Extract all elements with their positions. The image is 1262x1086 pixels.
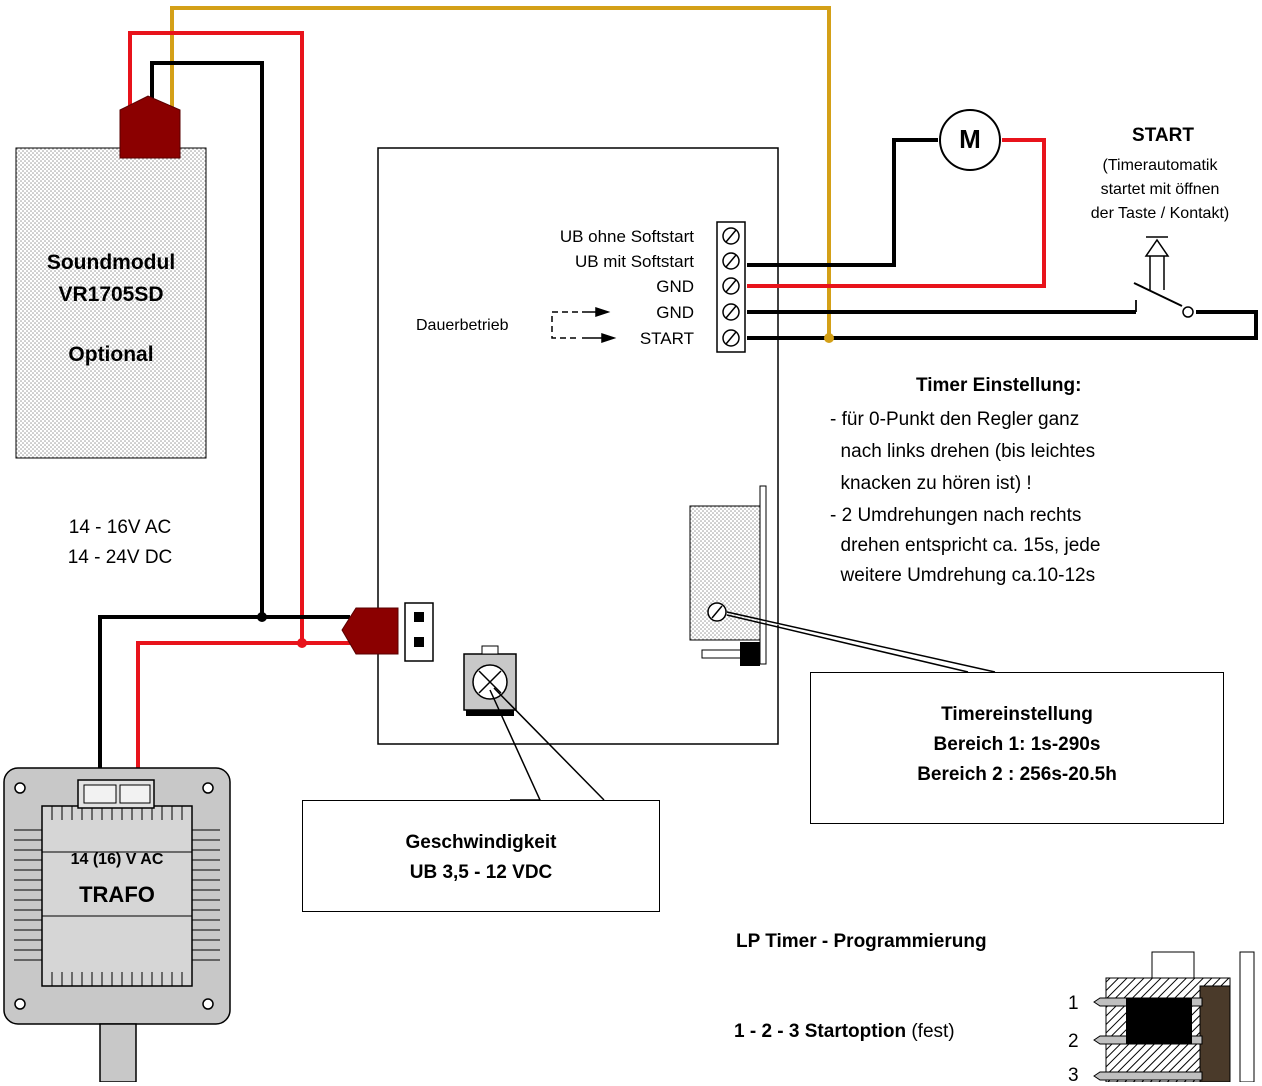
speed-potentiometer bbox=[463, 645, 517, 716]
black-wire-sound bbox=[150, 61, 264, 617]
trafo-label: TRAFO bbox=[79, 882, 155, 907]
start-desc-1: (Timerautomatik bbox=[1102, 157, 1218, 174]
terminal-label-ub-ohne: UB ohne Softstart bbox=[559, 227, 694, 246]
soundmodule-box bbox=[15, 147, 207, 459]
pin-2-label: 2 bbox=[1068, 1031, 1079, 1052]
transformer bbox=[3, 767, 231, 1082]
programming-option-label: 1 - 2 - 3 Startoption bbox=[734, 1021, 907, 1042]
junction-black bbox=[257, 612, 267, 622]
terminal-block bbox=[716, 221, 746, 353]
programming-option: 1 - 2 - 3 Startoption (fest) bbox=[734, 1022, 955, 1041]
supply-ac: 14 - 16V AC bbox=[68, 517, 172, 538]
start-wire bbox=[747, 310, 1258, 340]
timer-settings-line-3: knacken zu hören ist) ! bbox=[830, 473, 1032, 494]
timer-settings-line-1: - für 0-Punkt den Regler ganz bbox=[830, 409, 1080, 430]
programming-title: LP Timer - Programmierung bbox=[736, 931, 987, 952]
terminal-label-ub-mit: UB mit Softstart bbox=[574, 252, 694, 271]
motor-red-wire bbox=[747, 138, 1046, 288]
timer-callout: Timereinstellung Bereich 1: 1s-290s Bere… bbox=[810, 672, 1224, 824]
start-title: START bbox=[1132, 125, 1194, 146]
timer-settings-line-4: - 2 Umdrehungen nach rechts bbox=[830, 505, 1082, 526]
dauerbetrieb-bracket bbox=[551, 306, 617, 344]
red-wire-trafo bbox=[136, 641, 350, 778]
soundmodule-model: VR1705SD bbox=[58, 283, 164, 306]
timer-settings-line-6: weitere Umdrehung ca.10-12s bbox=[830, 565, 1096, 586]
motor-symbol bbox=[939, 109, 1001, 171]
programming-option-note: (fest) bbox=[906, 1021, 955, 1042]
speed-callout-title: Geschwindigkeit bbox=[405, 832, 557, 853]
terminal-label-gnd-2: GND bbox=[656, 303, 694, 322]
terminal-label-start: START bbox=[639, 329, 694, 348]
pin-1-label: 1 bbox=[1068, 993, 1079, 1014]
programming-header bbox=[1093, 951, 1255, 1082]
power-jumper bbox=[404, 602, 434, 662]
trafo-voltage: 14 (16) V AC bbox=[70, 851, 164, 868]
soundmodule-note: Optional bbox=[68, 343, 154, 366]
gold-wire bbox=[170, 6, 831, 338]
red-wire-sound bbox=[128, 31, 304, 643]
terminal-label-gnd-1: GND bbox=[656, 277, 694, 296]
timer-settings-title: Timer Einstellung: bbox=[916, 375, 1082, 396]
dauerbetrieb-label: Dauerbetrieb bbox=[416, 317, 509, 334]
speed-callout-range: UB 3,5 - 12 VDC bbox=[409, 862, 553, 883]
speed-callout: Geschwindigkeit UB 3,5 - 12 VDC bbox=[302, 800, 660, 912]
junction-red bbox=[297, 638, 307, 648]
soundmodule-name: Soundmodul bbox=[46, 251, 176, 274]
timer-callout-range-1: Bereich 1: 1s-290s bbox=[933, 734, 1101, 755]
timer-callout-title: Timereinstellung bbox=[941, 704, 1093, 725]
soundmodule-connector bbox=[119, 95, 181, 159]
supply-dc: 14 - 24V DC bbox=[67, 547, 173, 568]
timer-settings-line-5: drehen entspricht ca. 15s, jede bbox=[830, 535, 1101, 556]
start-switch bbox=[1133, 236, 1194, 318]
controller-board bbox=[377, 147, 779, 745]
power-connector bbox=[341, 607, 399, 655]
start-desc-3: der Taste / Kontakt) bbox=[1090, 205, 1230, 222]
start-desc-2: startet mit öffnen bbox=[1100, 181, 1220, 198]
timer-trimmer bbox=[689, 485, 767, 666]
motor-label: M bbox=[959, 124, 981, 154]
timer-settings-line-2: nach links drehen (bis leichtes bbox=[830, 441, 1096, 462]
transformer-mount-holes bbox=[14, 782, 214, 1010]
motor-black-wire bbox=[747, 138, 938, 267]
pin-3-label: 3 bbox=[1068, 1065, 1079, 1086]
timer-callout-range-2: Bereich 2 : 256s-20.5h bbox=[917, 764, 1117, 785]
junction-gold bbox=[824, 333, 834, 343]
